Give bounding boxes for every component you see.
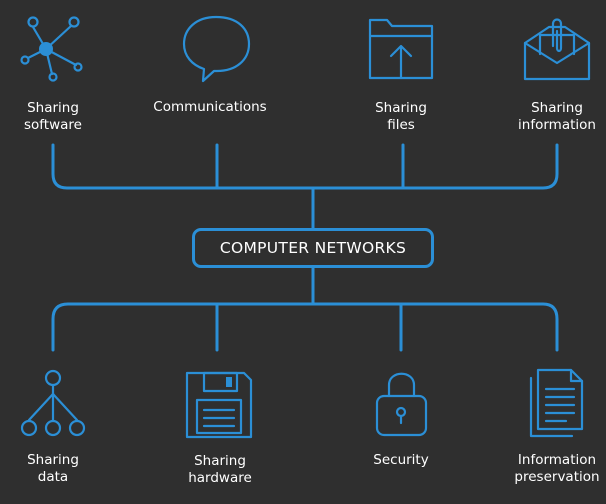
label-line: files: [387, 117, 415, 133]
label-line: Sharing: [531, 100, 583, 116]
label-sharing-files: Sharing files: [331, 100, 471, 134]
envelope-clip-icon: [523, 18, 591, 81]
floppy-disk-icon: [185, 371, 253, 439]
documents-icon: [529, 368, 584, 438]
label-line: software: [24, 117, 82, 133]
speech-bubble-icon: [182, 15, 251, 83]
label-line: preservation: [514, 469, 600, 485]
label-information-preservation: Information preservation: [487, 452, 606, 486]
label-line: information: [518, 117, 596, 133]
label-communications: Communications: [140, 99, 280, 116]
hierarchy-tree-icon: [20, 369, 86, 437]
label-line: Sharing: [194, 453, 246, 469]
label-line: Security: [373, 452, 429, 468]
center-label: COMPUTER NETWORKS: [219, 239, 407, 257]
computer-networks-box: COMPUTER NETWORKS: [192, 228, 434, 268]
bottom-connector: [51, 266, 559, 352]
label-line: hardware: [188, 470, 252, 486]
padlock-icon: [375, 372, 428, 437]
label-sharing-data: Sharing data: [0, 452, 123, 486]
label-line: Sharing: [375, 100, 427, 116]
label-line: Sharing: [27, 100, 79, 116]
label-line: Communications: [153, 99, 267, 115]
label-line: data: [37, 469, 69, 485]
network-nodes-icon: [20, 16, 83, 82]
label-sharing-hardware: Sharing hardware: [150, 453, 290, 487]
folder-upload-icon: [368, 18, 434, 80]
label-sharing-information: Sharing information: [487, 100, 606, 134]
top-connector: [51, 143, 559, 230]
label-sharing-software: Sharing software: [0, 100, 123, 134]
label-security: Security: [331, 452, 471, 469]
label-line: Information: [517, 452, 597, 468]
label-line: Sharing: [27, 452, 79, 468]
